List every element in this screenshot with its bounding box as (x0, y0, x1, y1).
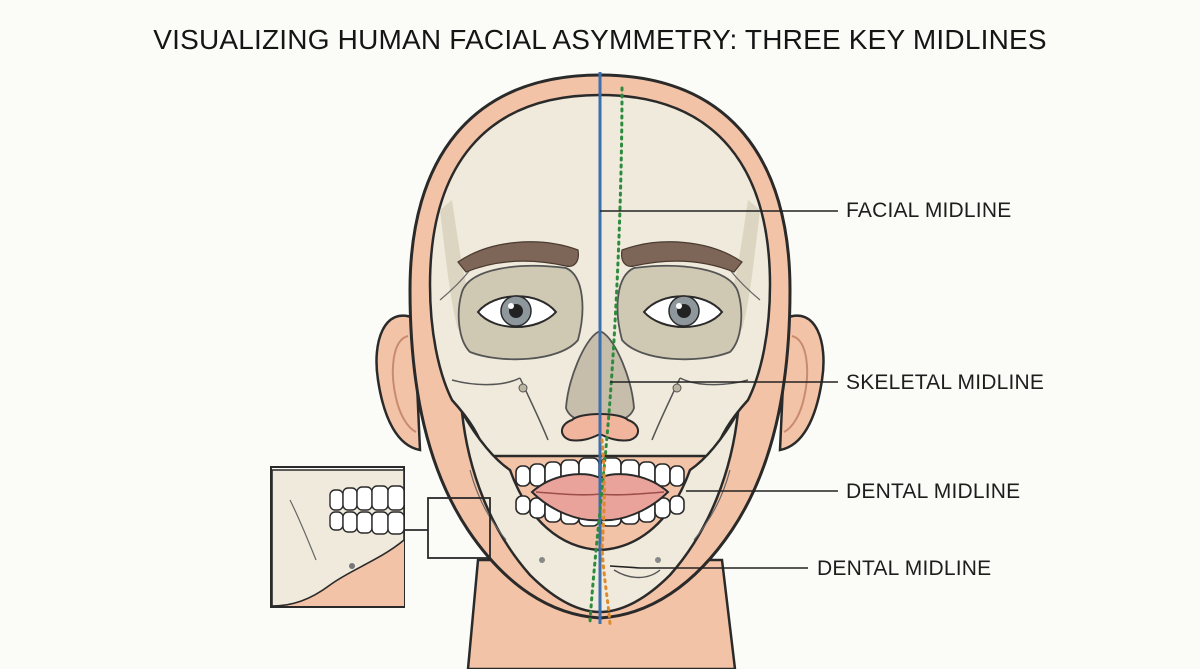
skull-mandible (460, 411, 740, 614)
right-ear (778, 314, 825, 452)
dental-midline (600, 438, 612, 626)
jaw-highlight-box (427, 497, 491, 559)
label-dental-midline-lower: DENTAL MIDLINE (817, 557, 992, 580)
right-ear-inner (783, 335, 809, 433)
skeletal-midline (588, 86, 624, 624)
label-skeletal-midline: SKELETAL MIDLINE (846, 371, 1045, 394)
diagram-title: VISUALIZING HUMAN FACIAL ASYMMETRY: THRE… (153, 24, 1047, 55)
left-ear (375, 314, 422, 452)
right-eyebrow (621, 241, 743, 273)
left-ear-inner (391, 335, 417, 433)
leader-dental-lower (609, 565, 808, 569)
left-eyebrow (457, 241, 579, 273)
label-dental-midline-upper: DENTAL MIDLINE (846, 480, 1021, 503)
label-facial-midline: FACIAL MIDLINE (846, 199, 1012, 222)
inset-jaw-detail (271, 469, 405, 607)
